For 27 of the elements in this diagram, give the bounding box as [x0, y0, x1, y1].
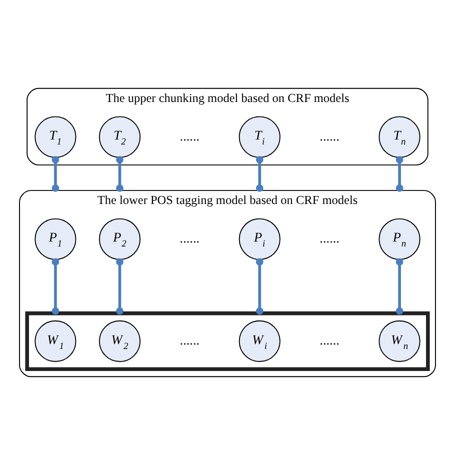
cluster	[25, 310, 430, 370]
node-circle: P$_{n}$	[378, 218, 420, 260]
node-circle: P$_{i}$	[238, 218, 280, 260]
node-circle: T$_{2}$	[98, 116, 141, 158]
connector	[52, 258, 60, 314]
node-circle: W$_{i}$	[238, 320, 280, 362]
connector	[256, 258, 264, 314]
node-circle: T$_{n}$	[378, 116, 420, 158]
label: ......	[320, 332, 340, 348]
connector	[396, 258, 404, 314]
label: ......	[180, 332, 200, 348]
node-circle: W$_{2}$	[98, 320, 141, 362]
connector	[116, 156, 124, 192]
connector	[396, 156, 404, 192]
label: ......	[320, 230, 340, 246]
node-circle: T$_{i}$	[238, 116, 280, 158]
node-circle: P$_{1}$	[34, 218, 76, 260]
node-circle: P$_{2}$	[98, 218, 141, 260]
connector	[256, 156, 264, 192]
node-circle: W$_{1}$	[34, 320, 76, 362]
label: ......	[320, 128, 340, 144]
label: ......	[180, 230, 200, 246]
connector	[52, 156, 60, 192]
label: ......	[180, 128, 200, 144]
node-circle: W$_{n}$	[378, 320, 420, 362]
node-circle: T$_{1}$	[34, 116, 76, 158]
connector	[116, 258, 124, 314]
